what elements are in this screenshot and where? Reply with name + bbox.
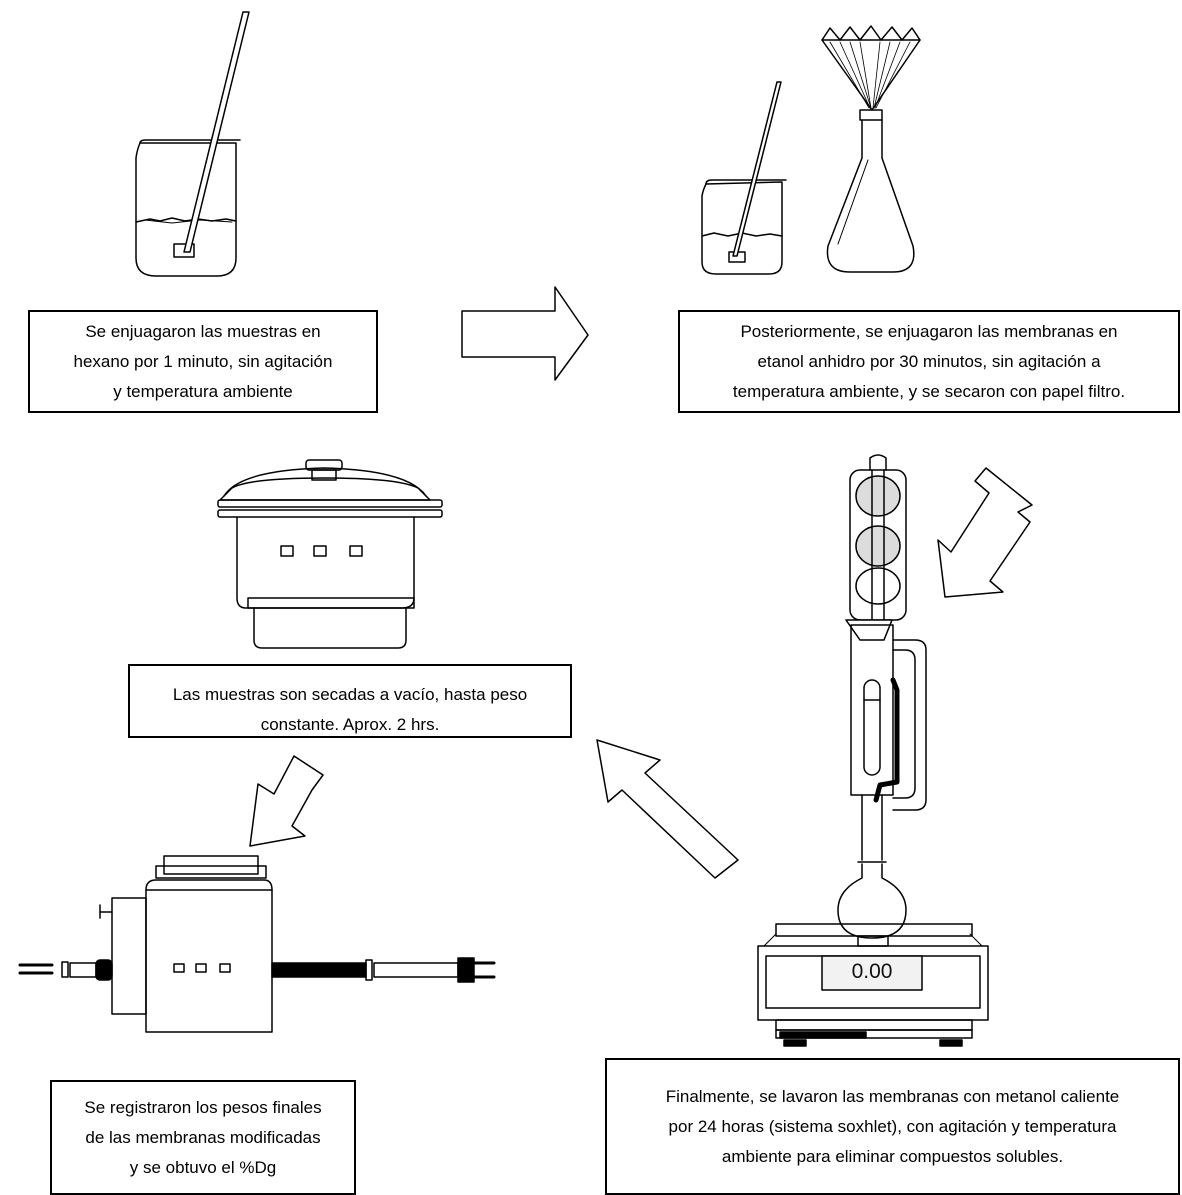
scale-with-power-cord-icon <box>18 855 496 1033</box>
step-rinse-ethanol-line-1: Posteriormente, se enjuagaron las membra… <box>740 321 1118 341</box>
step-soxhlet-wash-line-1: Finalmente, se lavaron las membranas con… <box>665 1086 1120 1106</box>
step-vacuum-dry-line-2: constante. Aprox. 2 hrs. <box>260 715 440 734</box>
step-soxhlet-wash-line-2: por 24 horas (sistema soxhlet), con agit… <box>668 1116 1117 1136</box>
beaker-with-rod-icon <box>135 11 250 277</box>
erlenmeyer-flask-with-filter-icon <box>821 25 921 273</box>
step-rinse-ethanol-line-2: etanol anhidro por 30 minutos, sin agita… <box>757 351 1101 371</box>
step-rinse-hexane-line-1: Se enjuagaron las muestras en <box>85 321 321 341</box>
arrow-down-left-icon <box>937 467 1033 598</box>
step-weigh-final-line-3: y se obtuvo el %Dg <box>129 1157 277 1177</box>
arrow-right-icon <box>461 286 589 381</box>
step-weigh-final-box: Se registraron los pesos finales de las … <box>50 1080 356 1195</box>
step-rinse-ethanol-box: Posteriormente, se enjuagaron las membra… <box>678 310 1180 413</box>
step-weigh-final-line-2: de las membranas modificadas <box>85 1127 321 1147</box>
step-rinse-hexane-line-2: hexano por 1 minuto, sin agitación <box>73 351 333 371</box>
step-vacuum-dry-box: Las muestras son secadas a vacío, hasta … <box>128 664 572 738</box>
arrow-down-left-2-icon <box>249 755 324 847</box>
small-beaker-with-rod-icon <box>701 81 787 275</box>
vacuum-desiccator-icon <box>217 459 443 649</box>
soxhlet-extractor-icon <box>837 454 927 939</box>
digital-balance-icon <box>757 923 989 1047</box>
step-soxhlet-wash-line-3: ambiente para eliminar compuestos solubl… <box>721 1146 1064 1166</box>
step-rinse-ethanol-line-3: temperatura ambiente, y se secaron con p… <box>732 381 1126 401</box>
step-weigh-final-line-1: Se registraron los pesos finales <box>84 1097 322 1117</box>
step-soxhlet-wash-box: Finalmente, se lavaron las membranas con… <box>605 1058 1180 1195</box>
arrow-up-left-icon <box>596 739 739 879</box>
step-rinse-hexane-box: Se enjuagaron las muestras en hexano por… <box>28 310 378 413</box>
balance-display-readout: 0.00 <box>851 960 893 983</box>
step-vacuum-dry-line-1: Las muestras son secadas a vacío, hasta … <box>172 685 528 704</box>
step-rinse-hexane-line-3: y temperatura ambiente <box>113 381 293 401</box>
